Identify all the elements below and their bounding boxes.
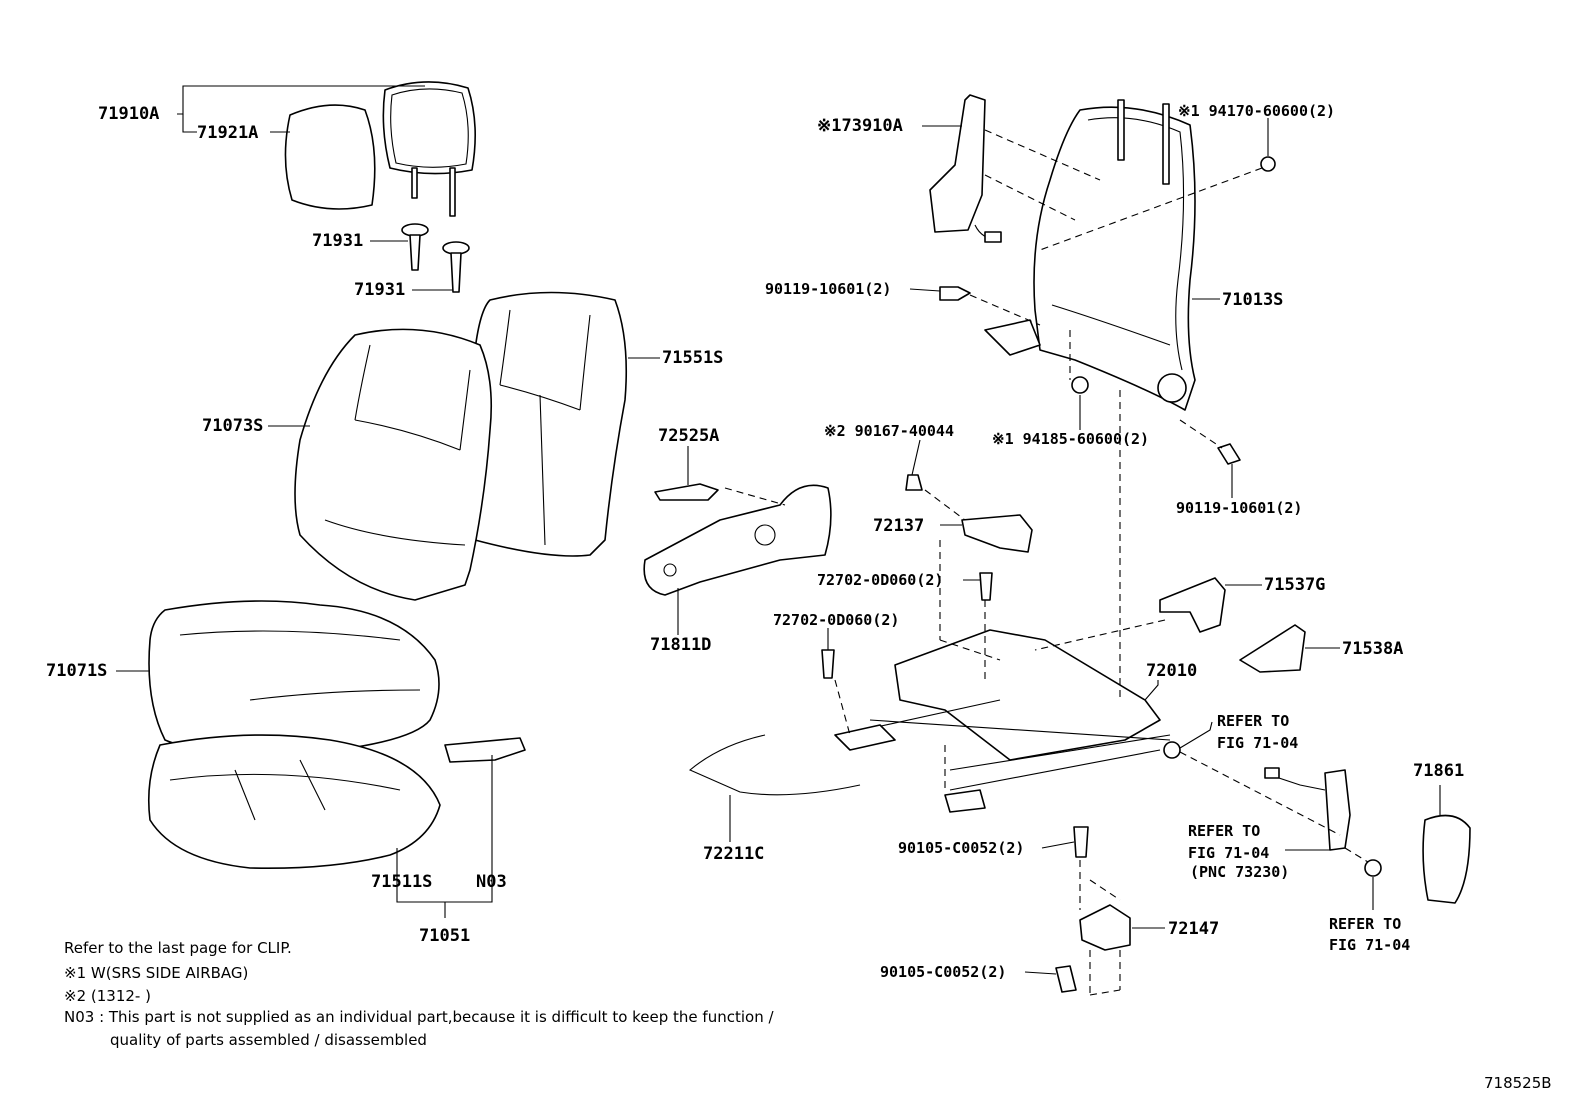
side-airbag-73910A	[929, 94, 1002, 243]
label-71073S: 71073S	[202, 416, 264, 436]
label-71013S: 71013S	[1222, 290, 1284, 310]
label-71921A: 71921A	[197, 123, 259, 143]
headrest-71910A	[382, 81, 476, 217]
label-90119-10601-b: 90119-10601(2)	[1176, 499, 1303, 517]
note-2: ※2 (1312- )	[64, 987, 151, 1005]
label-90105-C0052-b: 90105-C0052(2)	[880, 963, 1007, 981]
note-n03-line2: quality of parts assembled / disassemble…	[110, 1031, 427, 1049]
label-90105-C0052-a: 90105-C0052(2)	[898, 839, 1025, 857]
seat-cushion-pad	[147, 734, 441, 870]
leader-lines	[116, 85, 1441, 975]
side-shield-71811D	[643, 484, 832, 596]
bolt-72702-a	[979, 572, 993, 601]
note-clip: Refer to the last page for CLIP.	[64, 939, 292, 957]
label-N03: N03	[476, 872, 507, 892]
label-94185-60600: ※1 94185-60600(2)	[992, 430, 1150, 448]
cable-72211C	[688, 734, 861, 796]
label-71931-b: 71931	[354, 280, 406, 300]
nut-94170	[1260, 156, 1276, 172]
label-fig-71-04-2: FIG 71-04	[1188, 844, 1270, 862]
seatbelt-buckle	[1264, 767, 1351, 851]
label-71910A: 71910A	[98, 104, 160, 124]
label-73910A: ※173910A	[817, 116, 903, 136]
assembly-lines	[724, 129, 1369, 996]
label-72702-0D060-b: 72702-0D060(2)	[773, 611, 900, 629]
bracket-72147	[1079, 904, 1131, 951]
label-72147: 72147	[1168, 919, 1220, 939]
nut-94185	[1071, 376, 1089, 394]
label-refer-to-1: REFER TO	[1217, 712, 1290, 730]
label-90167-40044: ※2 90167-40044	[824, 422, 954, 440]
headrest-71921A	[284, 104, 376, 210]
part-72137	[961, 514, 1033, 553]
label-fig-71-04-3: FIG 71-04	[1329, 936, 1411, 954]
headrest-support-b	[442, 241, 470, 293]
label-refer-to-2: REFER TO	[1188, 822, 1261, 840]
bolt-90119-a	[939, 286, 971, 301]
label-72010: 72010	[1146, 661, 1198, 681]
label-fig-71-04-1: FIG 71-04	[1217, 734, 1299, 752]
label-71071S: 71071S	[46, 661, 108, 681]
bolt-72702-b	[821, 649, 835, 679]
label-72702-0D060-a: 72702-0D060(2)	[817, 571, 944, 589]
bolt-90105-b	[1055, 965, 1077, 993]
n03-part	[444, 737, 526, 763]
seatback-pad	[467, 291, 628, 557]
note-n03-line1: N03 : This part is not supplied as an in…	[64, 1008, 774, 1026]
part-71538A	[1239, 624, 1306, 673]
seatback-frame-71013S	[984, 99, 1196, 411]
label-71811D: 71811D	[650, 635, 712, 655]
label-71861: 71861	[1413, 761, 1465, 781]
cover-71861	[1422, 814, 1471, 904]
label-72211C: 72211C	[703, 844, 765, 864]
seat-cushion-cover	[148, 600, 440, 756]
seat-adjuster-72010	[834, 629, 1171, 813]
label-71511S: 71511S	[371, 872, 433, 892]
bolt-90167	[905, 474, 923, 491]
part-72525A	[654, 483, 719, 501]
label-71551S: 71551S	[662, 348, 724, 368]
bolt-90119-b	[1217, 443, 1241, 465]
nut-ref3	[1364, 859, 1382, 877]
figure-id: 718525B	[1484, 1074, 1552, 1092]
label-72137: 72137	[873, 516, 925, 536]
label-90119-10601-a: 90119-10601(2)	[765, 280, 892, 298]
label-refer-to-3: REFER TO	[1329, 915, 1402, 933]
headrest-support-a	[401, 223, 429, 271]
label-71931-a: 71931	[312, 231, 364, 251]
label-71538A: 71538A	[1342, 639, 1404, 659]
nut-ref1	[1163, 741, 1181, 759]
label-71051: 71051	[419, 926, 471, 946]
label-71537G: 71537G	[1264, 575, 1326, 595]
part-71537G	[1159, 577, 1226, 633]
bolt-90105-a	[1073, 826, 1089, 858]
label-pnc-73230: (PNC 73230)	[1190, 863, 1290, 881]
label-94170-60600: ※1 94170-60600(2)	[1178, 102, 1336, 120]
note-1: ※1 W(SRS SIDE AIRBAG)	[64, 964, 249, 982]
seatback-cover	[294, 328, 492, 601]
label-72525A: 72525A	[658, 426, 720, 446]
